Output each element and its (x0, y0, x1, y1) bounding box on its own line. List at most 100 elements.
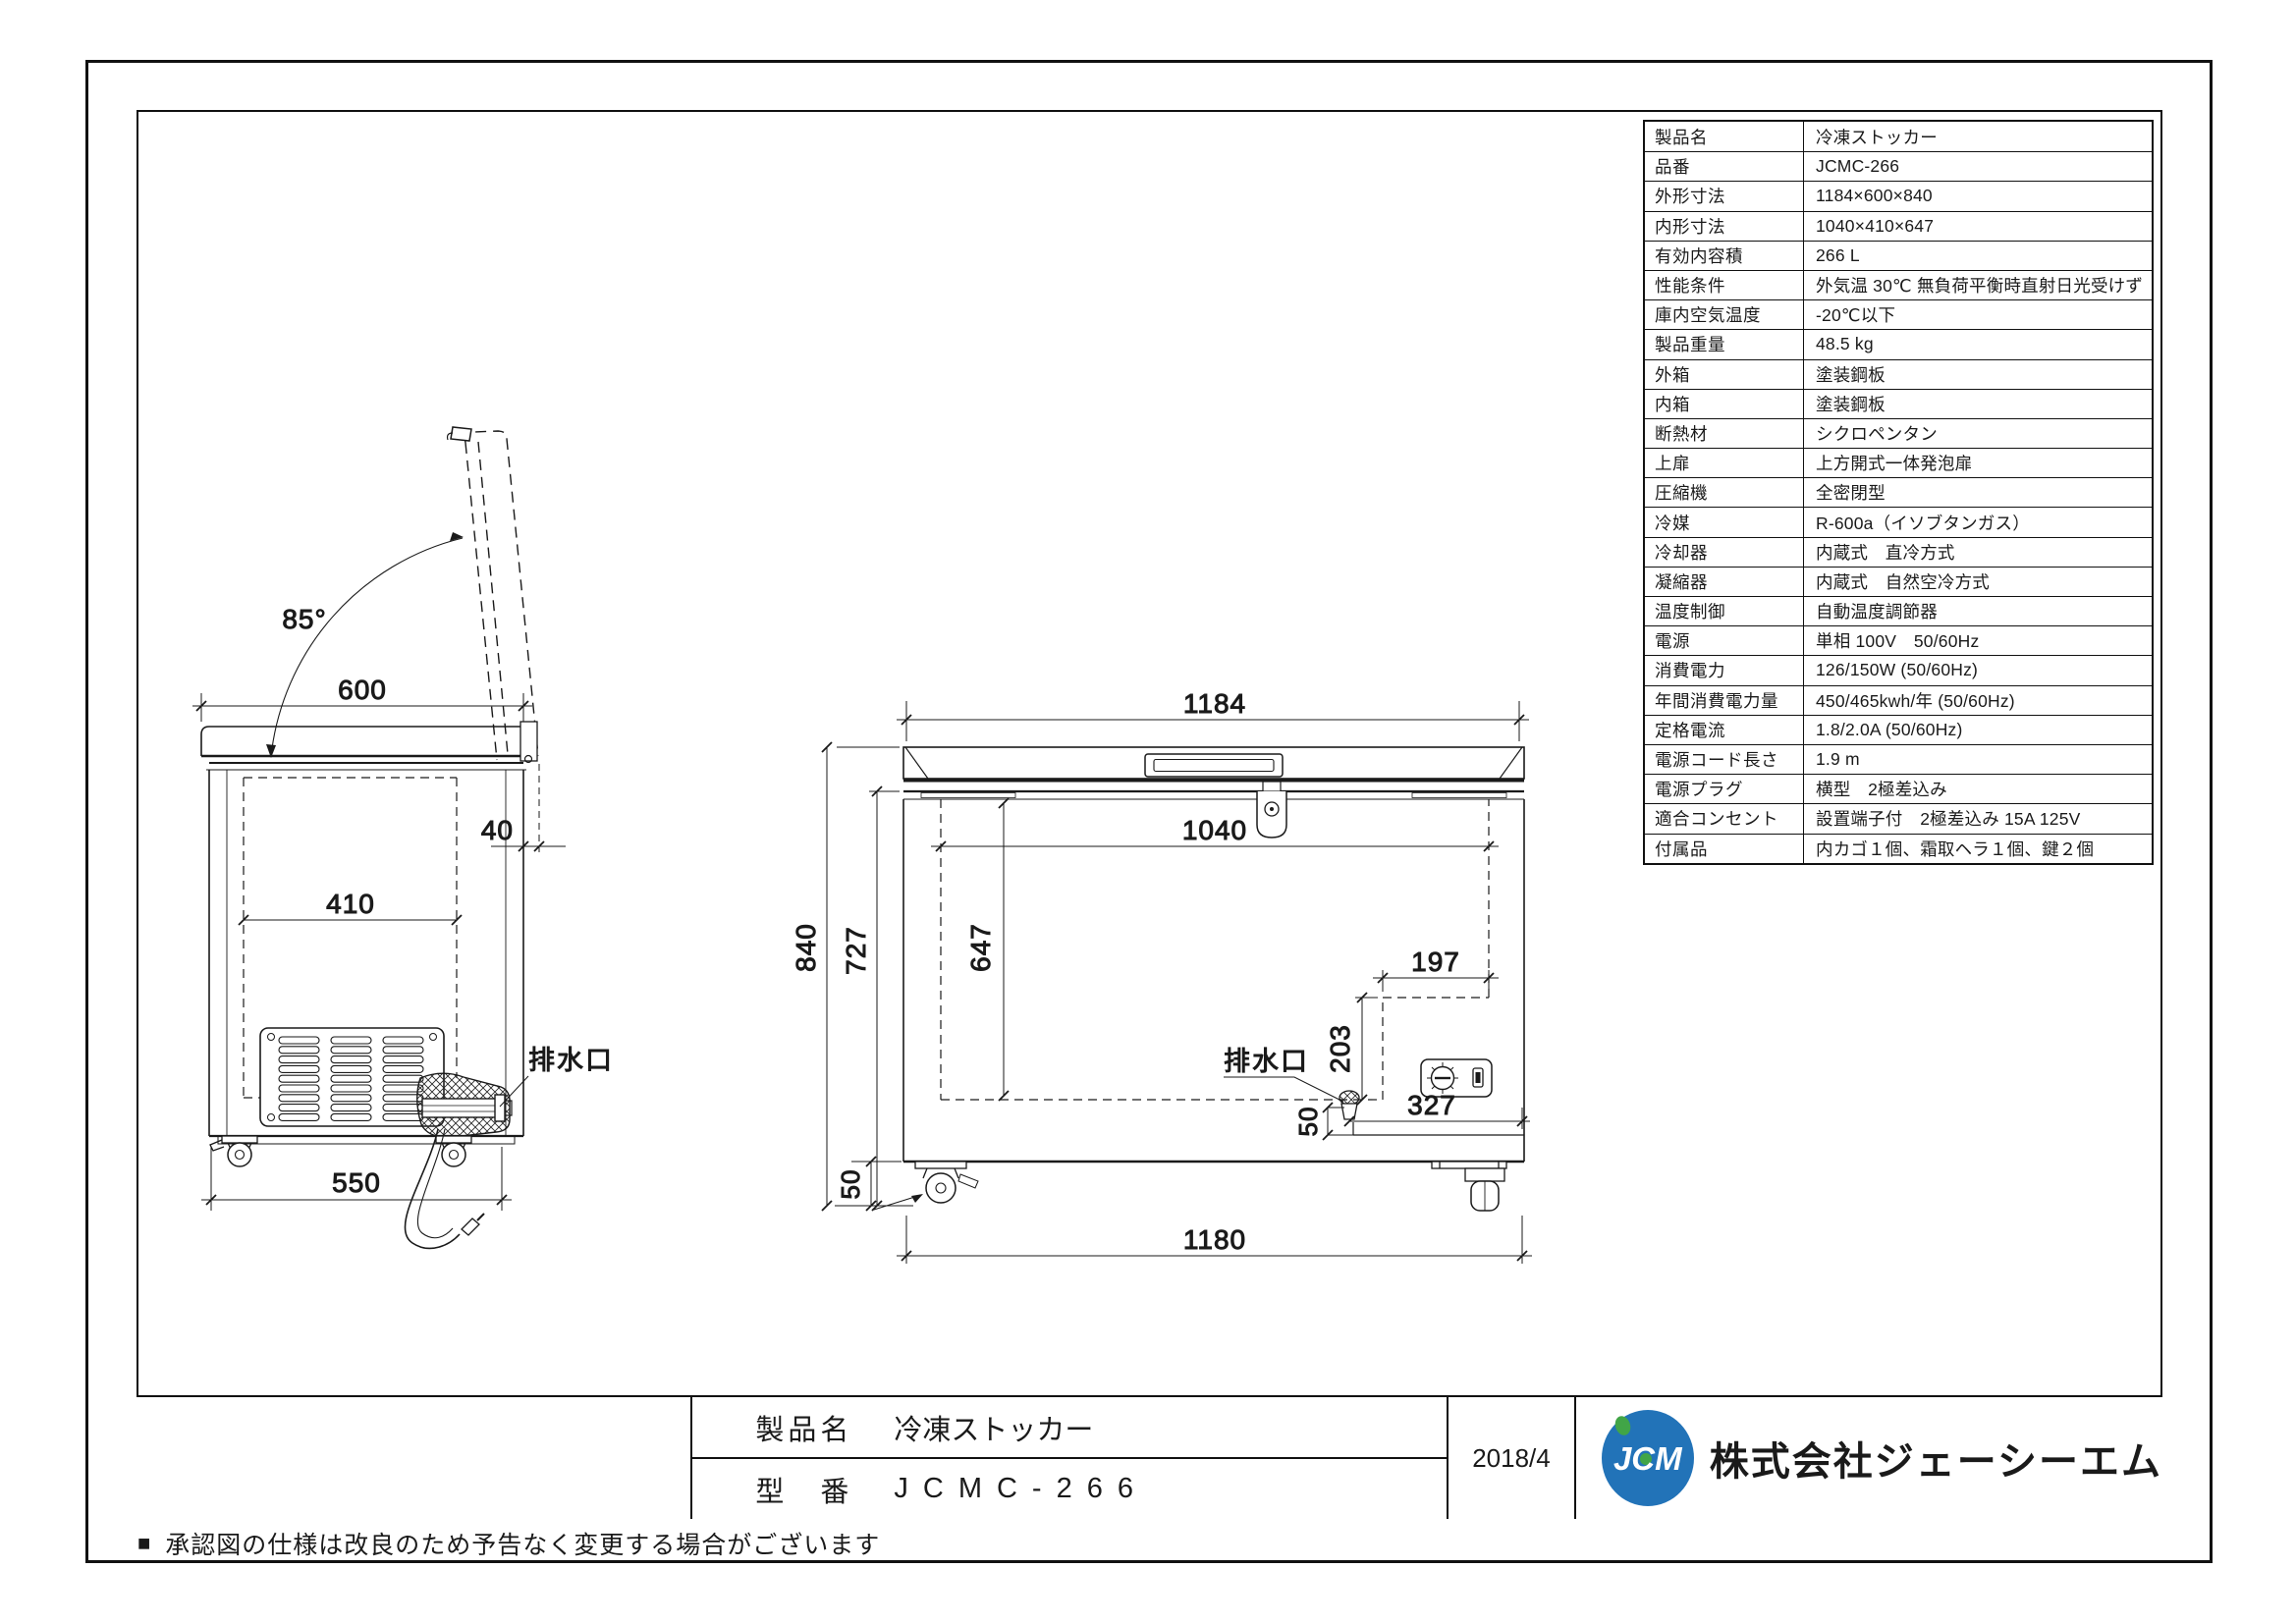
spec-table-row: 外形寸法 1184×600×840 (1645, 181, 2152, 211)
spec-table-row: 製品名 冷凍ストッカー (1645, 122, 2152, 152)
drawing-date: 2018/4 (1472, 1442, 1551, 1473)
spec-value: 設置端子付 2極差込み 15A 125V (1816, 809, 2081, 830)
lock-keyhole-dot (1270, 807, 1274, 811)
drain-hose (404, 1128, 485, 1250)
title-block-empty-cell (137, 1397, 690, 1519)
product-name-label: 製品名 (755, 1414, 853, 1446)
side-hinge (519, 721, 538, 762)
side-drain (416, 1072, 513, 1138)
spec-table-row: 付属品 内カゴ１個、霜取ヘラ１個、鍵２個 (1645, 833, 2152, 863)
dim-203-text: 203 (1325, 1024, 1355, 1073)
dim-1040-text: 1040 (1182, 815, 1247, 845)
spec-label: 年間消費電力量 (1645, 685, 1804, 715)
spec-value: 266 L (1816, 244, 1860, 265)
bullet-icon: ■ (137, 1531, 152, 1555)
dim-727-text: 727 (841, 926, 871, 975)
side-body-inner-walls (226, 770, 507, 1136)
spec-label: 外形寸法 (1645, 182, 1804, 211)
spec-table-row: 上扉 上方開式一体発泡扉 (1645, 448, 2152, 478)
dim-197-text: 197 (1411, 947, 1460, 977)
spec-table-row: 庫内空気温度 -20℃以下 (1645, 299, 2152, 330)
spec-table-row: 電源 単相 100V 50/60Hz (1645, 625, 2152, 656)
spec-table-row: 定格電流 1.8/2.0A (50/60Hz) (1645, 714, 2152, 744)
spec-value: 1.9 m (1816, 749, 1860, 770)
outer-border (85, 60, 2213, 1563)
lock-latch (1262, 781, 1282, 792)
spec-table-row: 年間消費電力量 450/465kwh/年 (50/60Hz) (1645, 684, 2152, 715)
spec-table-row: 内箱 塗装鋼板 (1645, 388, 2152, 418)
side-drain-label: 排水口 (528, 1046, 614, 1075)
spec-label: 適合コンセント (1645, 804, 1804, 834)
spec-label: 性能条件 (1645, 270, 1804, 300)
spec-table-row: 消費電力 126/150W (50/60Hz) (1645, 655, 2152, 685)
dim-727 (869, 785, 900, 1212)
dim-50-caster-text: 50 (836, 1169, 865, 1200)
spec-label: 上扉 (1645, 449, 1804, 478)
front-caster-right (1431, 1161, 1507, 1212)
spec-label: 断熱材 (1645, 418, 1804, 449)
spec-label: 付属品 (1645, 834, 1804, 863)
spec-value: 内カゴ１個、霜取ヘラ１個、鍵２個 (1816, 839, 2095, 859)
spec-label: 有効内容積 (1645, 241, 1804, 270)
spec-table-row: 冷却器 内蔵式 直冷方式 (1645, 536, 2152, 567)
dim-50-drain (1322, 1102, 1353, 1141)
spec-label: 外箱 (1645, 359, 1804, 389)
front-lid-bevels (904, 746, 1523, 780)
spec-table-row: 凝縮器 内蔵式 自然空冷方式 (1645, 566, 2152, 596)
rim-pad-right (1411, 792, 1507, 798)
side-hinge-pin (523, 754, 533, 764)
dim-327 (1343, 1108, 1530, 1129)
vent-grille (259, 1027, 445, 1127)
spec-label: 内箱 (1645, 389, 1804, 418)
dim-647-text: 647 (965, 923, 996, 972)
open-lid-handle-hook (446, 432, 454, 441)
dim-410 (238, 914, 463, 926)
front-view: 排水口 1184 (791, 688, 1532, 1264)
date-cell: 2018/4 (1447, 1397, 1574, 1519)
spec-label: 温度制御 (1645, 597, 1804, 626)
dim-1180 (897, 1216, 1532, 1264)
spec-label: 製品重量 (1645, 330, 1804, 359)
pilot-lamp (1472, 1067, 1484, 1088)
spec-table-row: 圧縮機 全密閉型 (1645, 477, 2152, 508)
footer-note-text: 承認図の仕様は改良のため予告なく変更する場合がございます (165, 1532, 881, 1559)
side-lid (200, 726, 524, 756)
spec-table-row: 有効内容積 266 L (1645, 240, 2152, 270)
spec-label: 消費電力 (1645, 656, 1804, 685)
dim-1180-text: 1180 (1183, 1224, 1246, 1255)
rim-pad-left (920, 792, 1016, 798)
spec-value: 冷凍ストッカー (1816, 127, 1938, 147)
control-panel (1420, 1058, 1493, 1098)
open-lid-dashed (464, 430, 539, 761)
spec-value: -20℃以下 (1816, 305, 1896, 326)
dim-1184-text: 1184 (1183, 688, 1246, 719)
spec-value: 上方開式一体発泡扉 (1816, 454, 1973, 474)
dim-197 (1373, 970, 1499, 992)
spec-value: 塗装鋼板 (1816, 394, 1886, 414)
spec-table-row: 冷媒 R-600a（イソブタンガス） (1645, 507, 2152, 537)
spec-value: 内蔵式 自然空冷方式 (1816, 571, 1990, 592)
front-caster-left (914, 1161, 979, 1204)
model-number-row: 型 番 JCMC-266 (692, 1459, 1447, 1519)
footer-note: ■ 承認図の仕様は改良のため予告なく変更する場合がございます (137, 1526, 880, 1561)
spec-value: 自動温度調節器 (1816, 602, 1938, 622)
dim-50-caster (851, 1156, 923, 1212)
spec-label: 電源コード長さ (1645, 744, 1804, 775)
front-drain-leader (1224, 1076, 1344, 1103)
spec-label: 圧縮機 (1645, 478, 1804, 508)
spec-label: 庫内空気温度 (1645, 300, 1804, 330)
front-drain-label: 排水口 (1224, 1047, 1309, 1076)
open-lid-handle (450, 426, 472, 442)
spec-table-row: 断熱材 シクロペンタン (1645, 417, 2152, 449)
dim-lid-angle: 85° (282, 604, 326, 634)
spec-value: 単相 100V 50/60Hz (1816, 631, 1980, 652)
dim-40 (491, 764, 566, 852)
arc-arrow-bottom (266, 744, 276, 758)
spec-label: 定格電流 (1645, 715, 1804, 744)
vent-screw (267, 1113, 275, 1121)
front-drain (1339, 1090, 1360, 1120)
lid-handle (1144, 753, 1284, 778)
title-block: 製品名 冷凍ストッカー 型 番 JCMC-266 2018/4 JCM 株式会社… (137, 1395, 2162, 1519)
dim-550-text: 550 (332, 1167, 381, 1198)
